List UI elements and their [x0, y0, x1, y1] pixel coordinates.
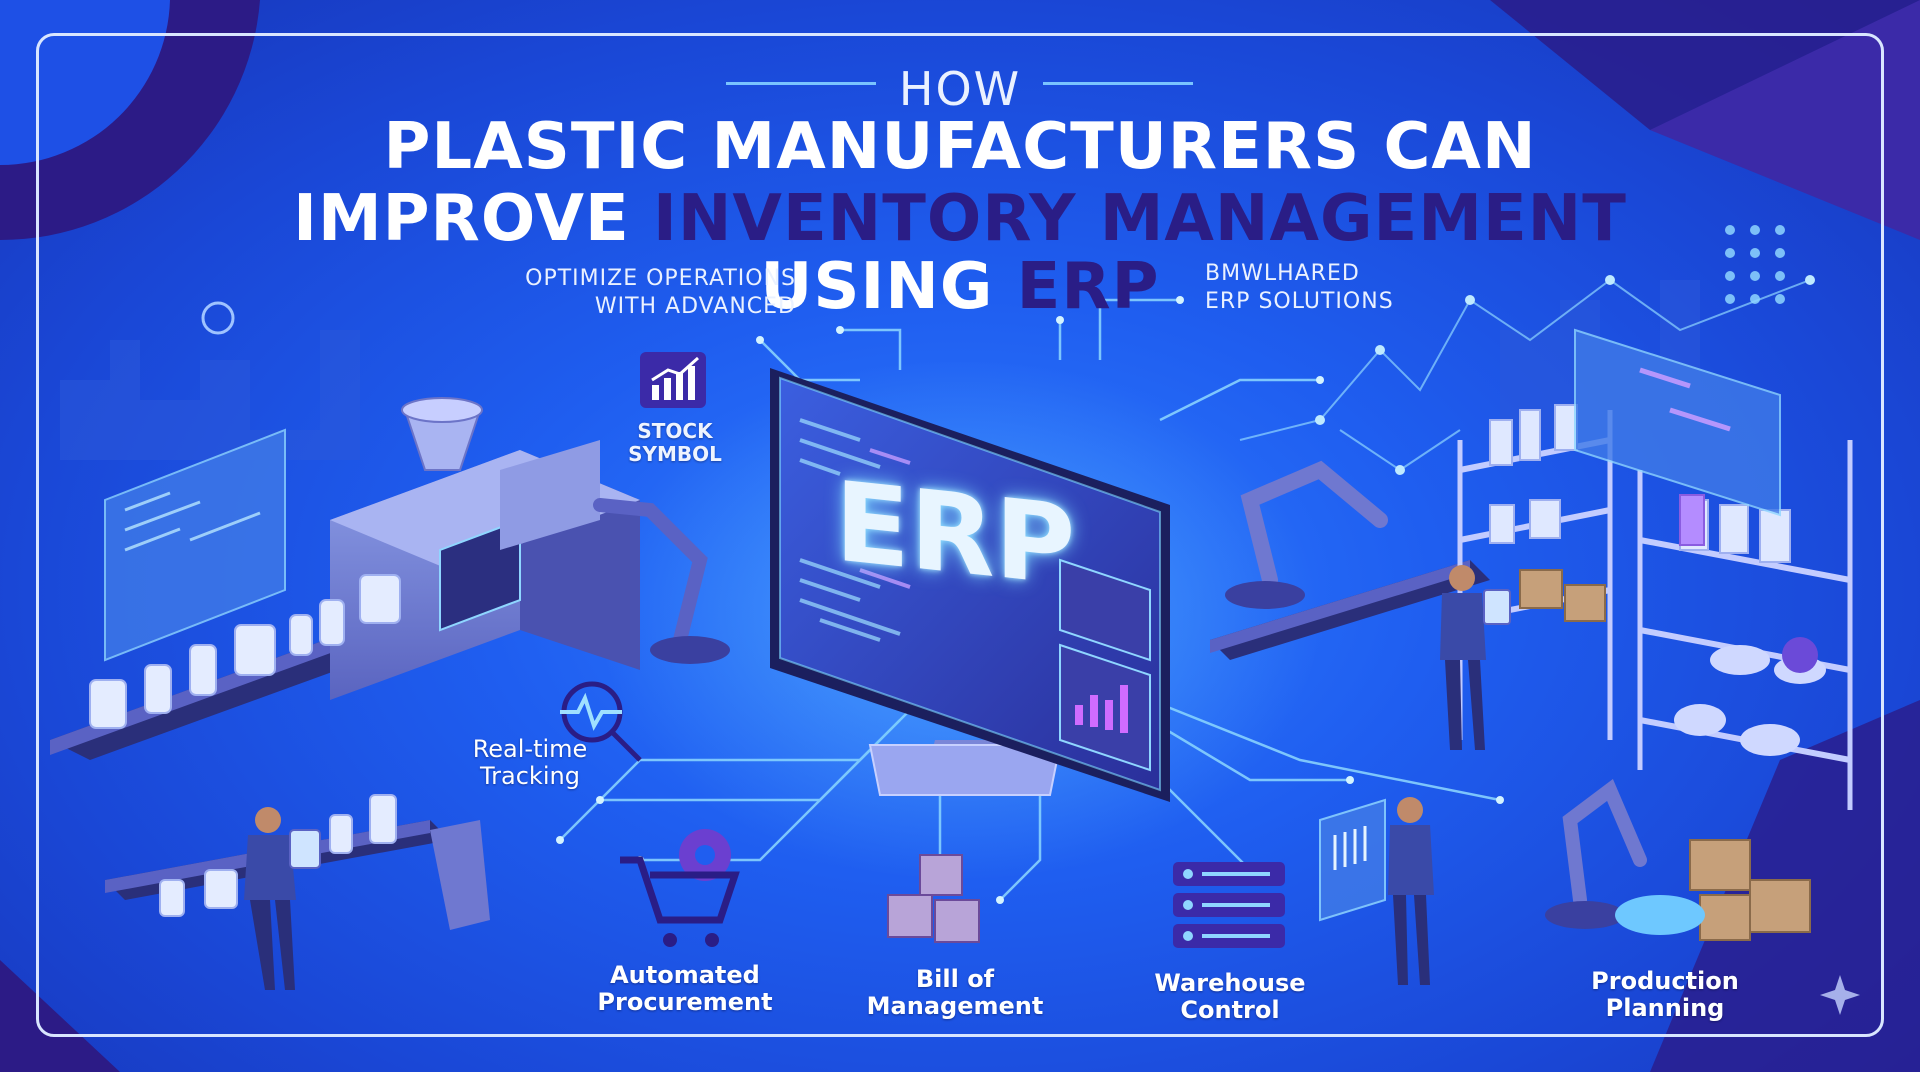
stock-symbol-label: STOCK SYMBOL [605, 420, 745, 466]
stock-symbol-line-2: SYMBOL [628, 442, 722, 466]
stock-symbol-icon [640, 352, 706, 408]
stock-symbol-line-1: STOCK [637, 419, 713, 443]
border-frame [36, 33, 1884, 1037]
right-tagline-line-1: BMWLHARED [1205, 261, 1360, 286]
feature-label-line-1: Bill of [915, 965, 995, 993]
feature-label-line-1: Warehouse [1154, 969, 1306, 997]
feature-label-line-1: Real-time [472, 735, 588, 763]
feature-real-time-tracking: Real-time Tracking [440, 736, 620, 790]
title-line-2: IMPROVE INVENTORY MANAGEMENT [0, 182, 1920, 256]
warehouse-list-icon [1173, 862, 1285, 948]
title-how: HOW [898, 62, 1022, 116]
feature-automated-procurement: Automated Procurement [580, 962, 790, 1016]
tracking-magnifier-icon [560, 681, 642, 762]
feature-label-line-2: Tracking [480, 762, 580, 790]
warehouse-area [1210, 328, 1853, 810]
feature-label-line-2: Procurement [597, 988, 773, 1016]
title-line-3: USING ERP [0, 250, 1920, 324]
sparkle-icon [1820, 975, 1860, 1015]
feature-label-line-2: Control [1180, 996, 1280, 1024]
lower-right-station [1319, 779, 1811, 985]
title-line-3-white: USING [760, 250, 994, 324]
lower-left-station [105, 794, 490, 990]
feature-warehouse-control: Warehouse Control [1125, 970, 1335, 1024]
feature-label-line-2: Planning [1605, 994, 1725, 1022]
title-line-1: PLASTIC MANUFACTURERS CAN [383, 110, 1537, 184]
feature-production-planning: Production Planning [1560, 968, 1770, 1022]
left-tagline: OPTIMIZE OPERATIONS WITH ADVANCED [525, 265, 796, 321]
title-line-3-highlight: ERP [1016, 250, 1160, 324]
injection-machine [50, 397, 730, 760]
boxes-icon [887, 854, 980, 943]
right-tagline: BMWLHARED ERP SOLUTIONS [1205, 260, 1394, 316]
feature-label-line-2: Management [866, 992, 1044, 1020]
erp-monitor [770, 368, 1170, 802]
title-line-2-highlight: INVENTORY MANAGEMENT [653, 182, 1627, 256]
right-tagline-line-2: ERP SOLUTIONS [1205, 289, 1394, 314]
feature-bill-of-management: Bill of Management [850, 966, 1060, 1020]
shopping-cart-gear-icon [620, 829, 740, 947]
feature-label-line-1: Production [1591, 967, 1739, 995]
monitor-erp-text: ERP [834, 457, 1076, 611]
feature-label-line-1: Automated [610, 961, 760, 989]
left-tagline-line-2: WITH ADVANCED [594, 294, 796, 319]
title-line-2-white: IMPROVE [293, 182, 630, 256]
left-tagline-line-1: OPTIMIZE OPERATIONS [525, 266, 796, 291]
